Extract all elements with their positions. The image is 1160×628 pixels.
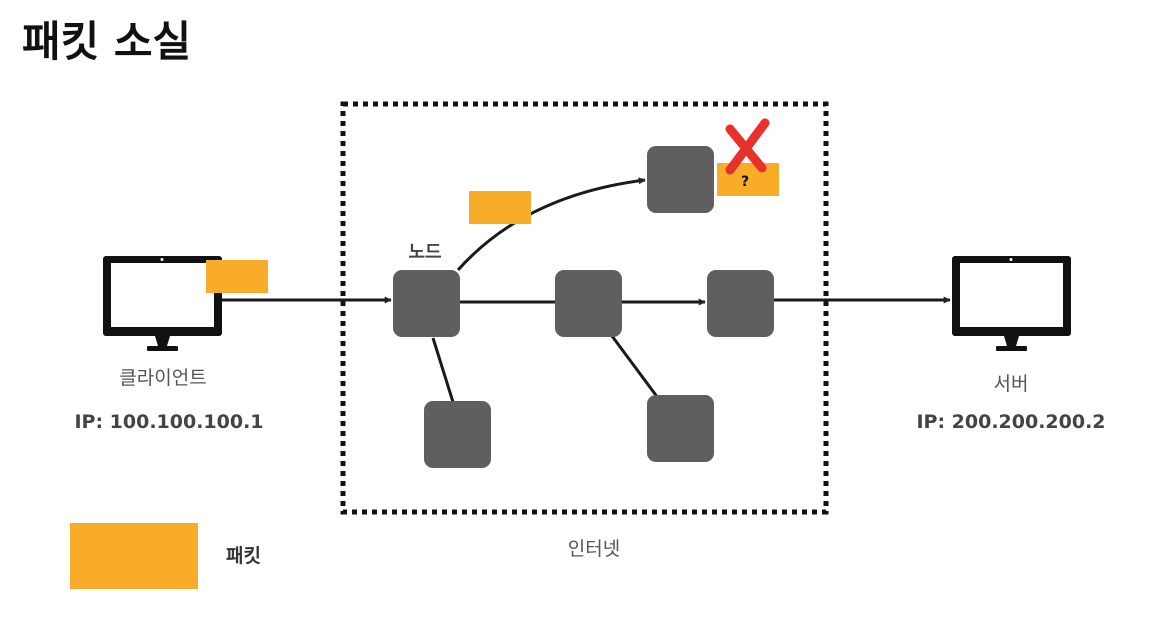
server-ip: IP: 200.200.200.2 xyxy=(916,411,1105,433)
network-node xyxy=(393,270,460,337)
legend-packet-swatch xyxy=(70,523,198,589)
network-node xyxy=(555,270,622,337)
arrow-node1-to-top-node xyxy=(456,177,646,271)
network-node xyxy=(707,270,774,337)
client-label: 클라이언트 xyxy=(119,367,206,389)
lost-packet-question-mark: ? xyxy=(741,174,749,190)
client-ip: IP: 100.100.100.1 xyxy=(74,411,263,433)
server-label: 서버 xyxy=(994,373,1029,395)
packet-at-client xyxy=(206,260,268,293)
link-node1-node4 xyxy=(431,337,455,403)
link-node2-node5 xyxy=(610,335,660,399)
network-node xyxy=(647,395,714,462)
packet-in-transit xyxy=(469,191,531,224)
legend-packet-label: 패킷 xyxy=(226,545,261,567)
network-node-top xyxy=(647,146,714,213)
red-x-icon xyxy=(725,118,770,175)
network-node xyxy=(424,401,491,468)
node-label: 노드 xyxy=(408,242,441,263)
page-title: 패킷 소실 xyxy=(22,17,191,66)
internet-label: 인터넷 xyxy=(568,538,620,560)
server-monitor-icon xyxy=(952,256,1071,351)
client-monitor-icon xyxy=(103,256,222,351)
internet-boundary xyxy=(340,101,829,515)
